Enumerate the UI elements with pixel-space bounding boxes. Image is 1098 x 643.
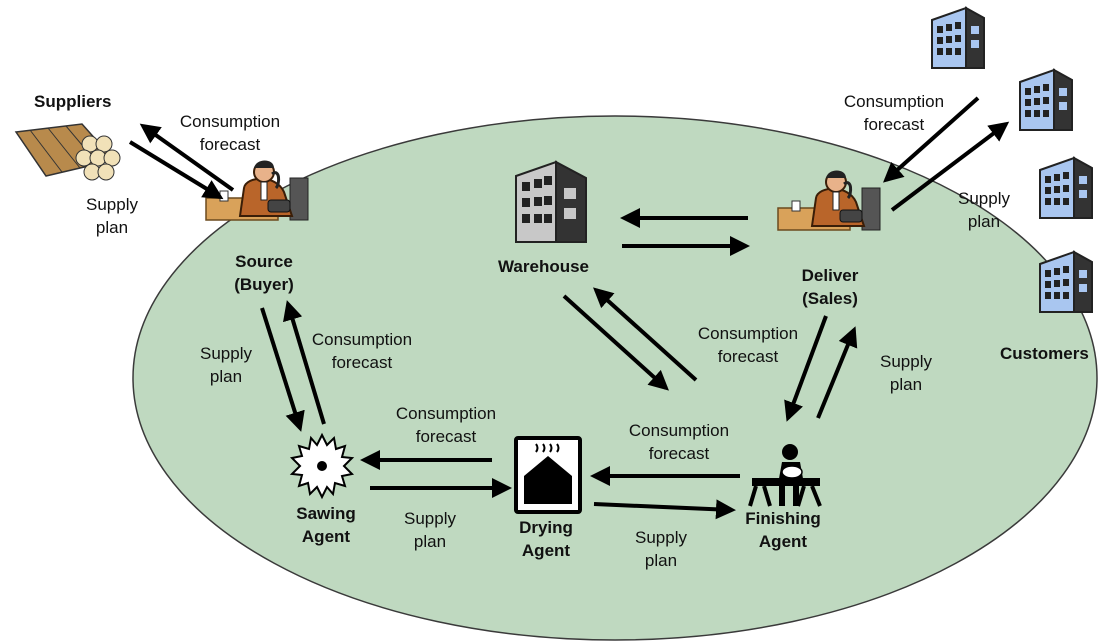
flow-label-line2: plan (967, 212, 1001, 231)
customers-label: Customers (1000, 344, 1089, 363)
flow-label-suppliers-supply: Supply plan (70, 193, 154, 239)
finishing-label-line2: Agent (758, 532, 808, 551)
arrow-deliver-to-finishing (784, 315, 828, 422)
arrow-deliver-to-customers (890, 121, 1010, 212)
flow-label-warehouse-forecast: Consumption forecast (686, 322, 810, 368)
finishing-label-line1: Finishing (745, 509, 821, 528)
flow-label-line2: forecast (199, 135, 261, 154)
finishing-agent-label: Finishing Agent (733, 507, 833, 553)
flow-label-line2: plan (209, 367, 243, 386)
drying-label-line1: Drying (519, 518, 573, 537)
flow-arrows (128, 96, 1010, 520)
flow-label-finishing-forecast: Consumption forecast (617, 419, 741, 465)
deliver-label-line1: Deliver (801, 266, 859, 285)
source-label-line1: Source (235, 252, 293, 271)
warehouse-building-icon (515, 160, 587, 243)
flow-label-line1: Supply (404, 509, 456, 528)
arrow-finishing-to-deliver (816, 326, 858, 419)
deliver-label: Deliver (Sales) (780, 264, 880, 310)
suppliers-label: Suppliers (34, 92, 112, 111)
warehouse-label: Warehouse (498, 257, 590, 276)
drying-agent-label: Drying Agent (496, 516, 596, 562)
flow-label-line1: Supply (86, 195, 138, 214)
flow-label-line1: Consumption (843, 92, 945, 111)
arrow-finishing-to-warehouse (593, 287, 698, 382)
sawing-label-line2: Agent (301, 527, 351, 546)
flow-label-line2: plan (644, 551, 678, 570)
customer-building-icon (931, 7, 985, 69)
flow-label-line1: Consumption (311, 330, 413, 349)
flow-label-line2: forecast (863, 115, 925, 134)
customer-building-icon (1019, 69, 1073, 131)
arrow-source-to-sawing (260, 307, 305, 432)
arrow-suppliers-to-source (128, 140, 224, 200)
arrow-warehouse-to-finishing (562, 294, 669, 391)
flow-label-line2: forecast (717, 347, 779, 366)
flow-label-line2: plan (95, 218, 129, 237)
customer-building-icon (1039, 157, 1093, 219)
source-label-line2: (Buyer) (234, 275, 294, 294)
flow-label-line1: Consumption (179, 112, 281, 131)
flow-label-sawing-supply: Supply plan (184, 342, 268, 388)
flow-label-line2: plan (889, 375, 923, 394)
flow-label-drying-supply: Supply plan (388, 507, 472, 553)
flow-label-line1: Consumption (395, 404, 497, 423)
arrow-sawing-to-source (283, 300, 326, 425)
sawing-agent-label: Sawing Agent (276, 502, 376, 548)
flow-label-line2: forecast (648, 444, 710, 463)
drying-label-line2: Agent (521, 541, 571, 560)
flow-label-line1: Consumption (628, 421, 730, 440)
flow-label-line1: Consumption (697, 324, 799, 343)
flow-label-deliver-supply: Supply plan (864, 350, 948, 396)
logs-icon (14, 123, 121, 181)
customer-building-icon (1039, 251, 1093, 313)
sawing-label-line1: Sawing (296, 504, 356, 523)
arrow-source-to-suppliers (139, 123, 235, 192)
flow-label-customers-supply: Supply plan (942, 187, 1026, 233)
flow-label-sawing-forecast: Consumption forecast (300, 328, 424, 374)
arrow-drying-to-finishing (593, 499, 736, 520)
buyer-person-icon (204, 159, 310, 222)
flow-label-drying-forecast: Consumption forecast (384, 402, 508, 448)
flow-label-line2: forecast (415, 427, 477, 446)
flow-label-finishing-supply: Supply plan (619, 526, 703, 572)
flow-label-line1: Supply (200, 344, 252, 363)
flow-label-line2: forecast (331, 353, 393, 372)
drying-kiln-icon (514, 436, 582, 514)
enterprise-ellipse (132, 115, 1098, 641)
saw-blade-icon (289, 432, 355, 500)
flow-label-line2: plan (413, 532, 447, 551)
arrow-customers-to-deliver (883, 96, 980, 183)
flow-label-customers-forecast: Consumption forecast (832, 90, 956, 136)
flow-label-suppliers-forecast: Consumption forecast (168, 110, 292, 156)
flow-label-line1: Supply (880, 352, 932, 371)
source-label: Source (Buyer) (214, 250, 314, 296)
deliver-label-line2: (Sales) (802, 289, 858, 308)
flow-label-line1: Supply (958, 189, 1010, 208)
finishing-worker-icon (748, 444, 822, 507)
flow-label-line1: Supply (635, 528, 687, 547)
